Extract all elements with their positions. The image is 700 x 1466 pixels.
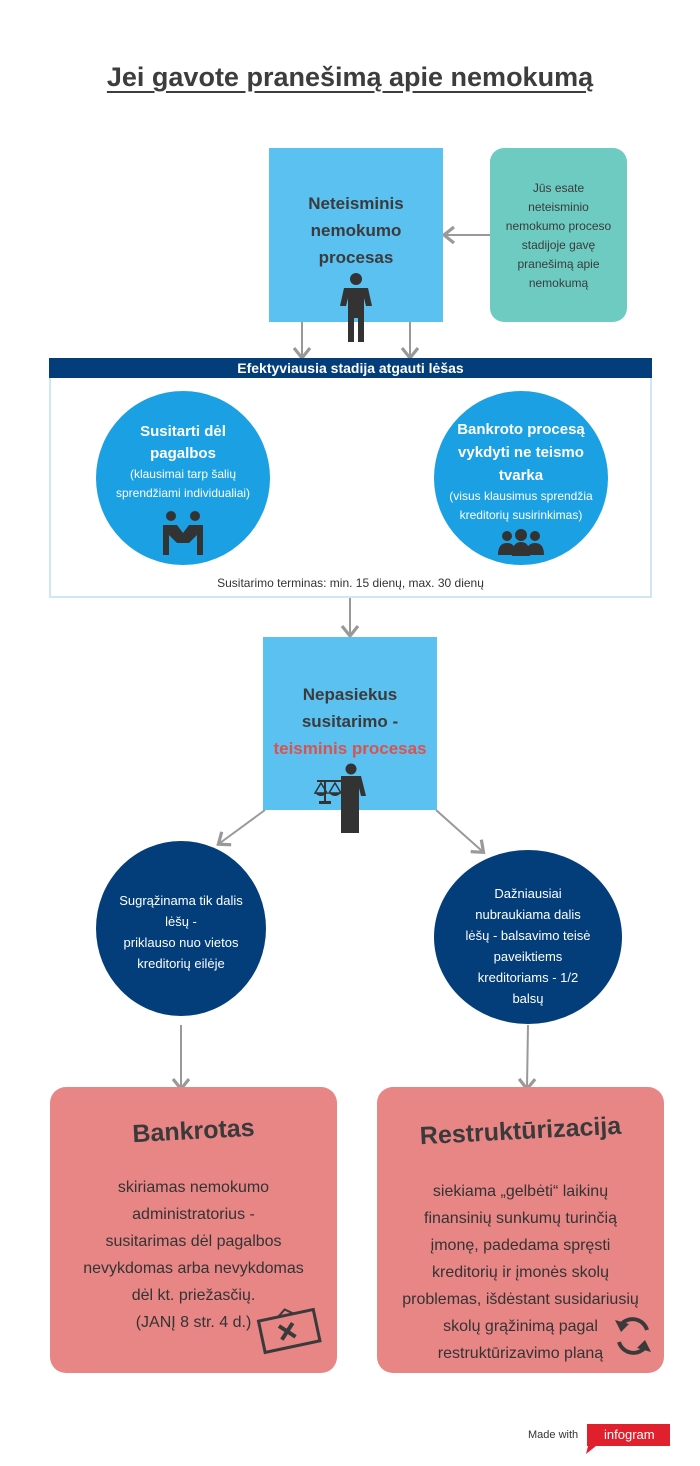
dark-right-line: lėšų - balsavimo teisė [465, 928, 591, 943]
bankruptcy-heading: Bankrotas [131, 1113, 256, 1149]
box2-line: susitarimo - [301, 712, 399, 731]
circle-right-title: Bankroto procesą [457, 421, 585, 438]
judge-scale-icon [313, 763, 366, 833]
cancel-contract-icon [256, 1307, 322, 1355]
note-line: Jūs esate [532, 181, 585, 195]
arrow-icon [517, 1024, 537, 1092]
agreement-circle: Susitarti dėl pagalbos (klausimai tarp š… [96, 391, 270, 565]
box2-highlight: teisminis procesas [273, 739, 427, 758]
restructuring-line: įmonę, padedama spręsti [430, 1237, 611, 1254]
made-with-label: Made with [528, 1429, 579, 1441]
circle-left-sub: (klausimai tarp šalių [129, 467, 237, 481]
box1-line: Neteisminis [308, 194, 404, 213]
restructuring-line: kreditorių ir įmonės skolų [432, 1264, 609, 1281]
person-icon [340, 273, 372, 342]
out-of-court-process-box: Neteisminis nemokumo procesas [269, 148, 443, 342]
bankruptcy-outcourt-circle: Bankroto procesą vykdyti ne teismo tvark… [434, 391, 608, 565]
dark-right-line: nubraukiama dalis [475, 907, 581, 922]
note-line: nemokumą [528, 276, 589, 290]
note-line: neteisminio [528, 200, 589, 214]
bankruptcy-line: (JANĮ 8 str. 4 d.) [135, 1314, 252, 1331]
box1-line: procesas [318, 248, 394, 267]
box1-line: nemokumo [310, 221, 402, 240]
dark-right-line: kreditoriams - 1/2 [477, 970, 579, 985]
box2-line: Nepasiekus [302, 685, 398, 704]
bankruptcy-line: administratorius - [132, 1206, 255, 1223]
court-process-box: Nepasiekus susitarimo - teisminis proces… [263, 637, 437, 833]
bankruptcy-line: nevykdomas arba nevykdomas [83, 1260, 304, 1277]
infogram-logo[interactable]: infogram [583, 1424, 670, 1454]
dark-left-line: Sugrąžinama tik dalis [119, 893, 243, 908]
restructuring-line: skolų grąžinimą pagal [443, 1318, 598, 1335]
infogram-brand: infogram [604, 1427, 655, 1442]
refresh-icon [615, 1317, 651, 1355]
dark-left-line: priklauso nuo vietos [123, 935, 239, 950]
group-icon [498, 529, 544, 556]
restructuring-line: problemas, išdėstant susidariusių [402, 1291, 639, 1308]
dark-right-line: paveiktiems [493, 949, 563, 964]
note-line: pranešimą apie [517, 257, 600, 271]
info-note-box: Jūs esate neteisminio nemokumo proceso s… [490, 148, 627, 322]
circle-right-title: vykdyti ne teismo [458, 444, 584, 461]
logo-shape [586, 1424, 670, 1454]
dark-right-line: balsų [512, 991, 544, 1006]
dark-left-line: kreditorių eilėje [137, 956, 225, 971]
note-line: stadijoje gavę [521, 238, 596, 252]
agreement-term: Susitarimo terminas: min. 15 dienų, max.… [217, 576, 484, 590]
arrow-icon [435, 809, 486, 855]
dark-right-line: Dažniausiai [494, 886, 562, 901]
bankruptcy-line: skiriamas nemokumo [117, 1179, 270, 1196]
stage-frame [49, 378, 652, 598]
debt-writeoff-circle: Dažniausiai nubraukiama dalis lėšų - bal… [434, 850, 622, 1024]
arrow-icon [216, 809, 266, 847]
circle-right-sub: kreditorių susirinkimas) [459, 508, 583, 522]
circle-right-title: tvarka [498, 467, 544, 484]
bankruptcy-line: susitarimas dėl pagalbos [105, 1233, 282, 1250]
restructuring-line: restruktūrizavimo planą [437, 1345, 604, 1362]
bankruptcy-line: dėl kt. priežasčių. [131, 1287, 256, 1304]
note-line: nemokumo proceso [505, 219, 612, 233]
restructuring-line: finansinių sunkumų turinčią [424, 1210, 617, 1227]
partial-return-circle: Sugrąžinama tik dalis lėšų - priklauso n… [96, 841, 266, 1016]
page-title: Jei gavote pranešimą apie nemokumą [106, 62, 594, 92]
circle-left-title: pagalbos [150, 445, 216, 462]
stage-banner: Efektyviausia stadija atgauti lėšas [49, 358, 652, 378]
bankruptcy-card: Bankrotas skiriamas nemokumo administrat… [50, 1087, 337, 1373]
circle-left-sub: sprendžiami individualiai) [115, 486, 251, 500]
circle-right-sub: (visus klausimus sprendžia [449, 489, 593, 503]
dark-left-line: lėšų - [165, 914, 197, 929]
restructuring-heading: Restruktūrizacija [419, 1111, 622, 1151]
restructuring-card: Restruktūrizacija siekiama „gelbėti“ lai… [377, 1087, 664, 1373]
circle-left-title: Susitarti dėl [140, 423, 226, 440]
handshake-icon [163, 511, 203, 555]
restructuring-line: siekiama „gelbėti“ laikinų [432, 1183, 609, 1200]
